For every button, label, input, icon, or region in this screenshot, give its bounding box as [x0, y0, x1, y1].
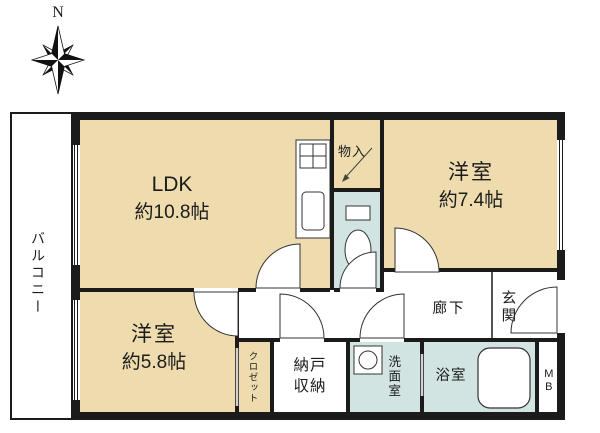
- storage-room-line2: 収納: [293, 377, 327, 395]
- bedroom-left-name: 洋室: [131, 322, 177, 346]
- entrance-label: 玄関: [499, 289, 516, 325]
- storage-room-label: 納戸 収納: [274, 348, 346, 404]
- ldk-name: LDK: [151, 172, 193, 196]
- closet-label: クロゼット: [246, 350, 258, 404]
- door-arc-bedroom-right: [394, 227, 440, 273]
- door-arc-ldk: [255, 243, 301, 289]
- sink-icon: [301, 191, 325, 231]
- storage-room-line1: 納戸: [293, 356, 327, 374]
- balcony-label: バルコニー: [30, 230, 47, 316]
- door-arc-toilet: [339, 251, 377, 289]
- ldk-size: 約10.8帖: [134, 201, 210, 223]
- balcony-outline: [10, 112, 73, 420]
- bedroom-right-label: 洋室 約7.4帖: [392, 156, 550, 216]
- compass-north-label: N: [52, 3, 64, 21]
- bathroom-folding-door: [420, 354, 424, 396]
- bedroom-left-size: 約5.8帖: [121, 351, 187, 373]
- door-arc-bedroom-left: [193, 291, 239, 337]
- windows: [72, 140, 565, 400]
- bathtub-icon: [477, 347, 531, 409]
- kitchen-counter: [295, 139, 331, 239]
- bedroom-right-name: 洋室: [448, 160, 494, 184]
- walls: [72, 112, 565, 420]
- window-ldk: [72, 145, 80, 265]
- door-arcs: [193, 227, 558, 339]
- meter-box-label: MB: [542, 368, 555, 394]
- bedroom-left-label: 洋室 約5.8帖: [80, 318, 228, 378]
- window-bedroom-right: [557, 140, 565, 250]
- bathroom-label: 浴室: [435, 367, 467, 384]
- window-bedroom-left: [72, 300, 80, 400]
- stove-icon: [299, 143, 327, 169]
- front-door-opening: [557, 280, 565, 333]
- washbasin-icon: [353, 345, 383, 375]
- washroom-label: 洗面室: [386, 355, 401, 399]
- closet-sliding-door: [235, 348, 239, 406]
- door-arc-washroom: [359, 293, 405, 339]
- mono-ire-door-arrow: [342, 147, 373, 182]
- hallway-label: 廊下: [432, 300, 466, 317]
- bedroom-right-size: 約7.4帖: [438, 189, 504, 211]
- compass-rose-icon: [30, 25, 86, 95]
- storage-top-label: 物入: [337, 143, 366, 159]
- door-arc-storage-room: [279, 293, 325, 339]
- ldk-label: LDK 約10.8帖: [90, 168, 254, 228]
- door-arc-entrance: [510, 286, 558, 334]
- storage-top-floor: [334, 120, 380, 188]
- closet-floor: [239, 342, 270, 412]
